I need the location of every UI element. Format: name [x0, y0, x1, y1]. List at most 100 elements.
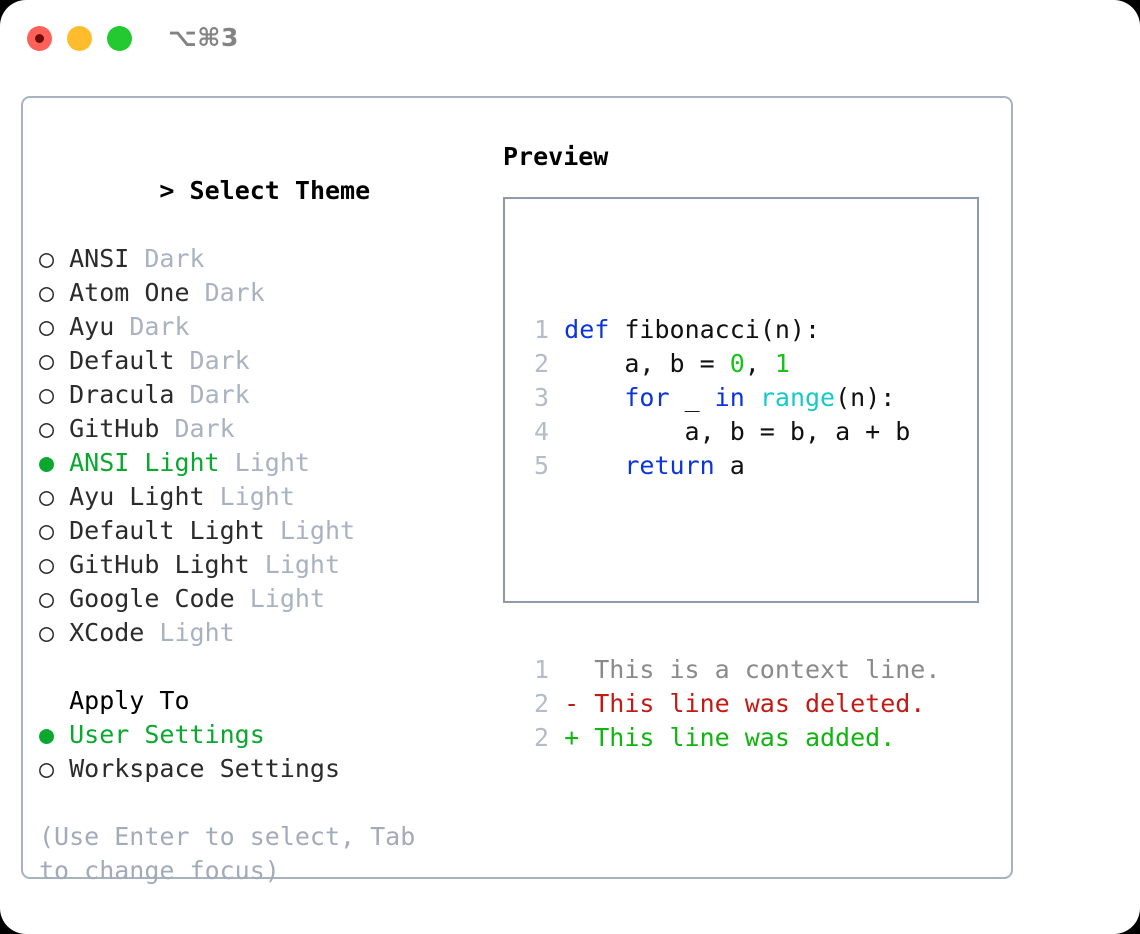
apply-to-list: ● User Settings ○Workspace Settings: [39, 718, 489, 786]
diff-line-text: This line was added.: [594, 723, 896, 752]
theme-option-variant: Light: [249, 584, 325, 613]
theme-option-google-code[interactable]: ○ Google Code Light: [39, 582, 489, 616]
radio-unselected-icon: ○: [39, 550, 55, 579]
theme-option-ansi-light[interactable]: ● ANSI Light Light: [39, 446, 489, 480]
theme-option-gap: [250, 550, 265, 579]
theme-option-gap: [190, 278, 205, 307]
theme-option-name: Ayu Light: [69, 482, 205, 511]
close-light-icon[interactable]: [27, 26, 52, 51]
diff-marker-icon: -: [564, 689, 580, 718]
diff-line-add: 2+This line was added.: [519, 721, 940, 755]
code-token-id: fibonacci: [624, 315, 760, 344]
theme-option-gap: [144, 618, 159, 647]
apply-to-heading: Apply To: [39, 684, 489, 718]
theme-option-gap: [205, 482, 220, 511]
theme-option-variant: Dark: [174, 414, 235, 443]
code-token-pl: ,: [744, 349, 775, 378]
diff-line-text: This is a context line.: [594, 655, 941, 684]
code-token-kw: def: [564, 315, 610, 344]
theme-option-name: XCode: [69, 618, 145, 647]
code-token-pl: a, b = b, a + b: [564, 417, 911, 446]
line-number: 5: [534, 451, 550, 480]
radio-unselected-icon: ○: [39, 516, 55, 545]
theme-option-xcode[interactable]: ○ XCode Light: [39, 616, 489, 650]
page-title-text: Select Theme: [189, 176, 371, 205]
code-token-pl: [745, 383, 760, 412]
theme-option-name: Atom One: [69, 278, 190, 307]
diff-marker-icon: [564, 653, 594, 687]
radio-selected-icon: ●: [39, 448, 55, 477]
code-token-pl: a: [714, 451, 745, 480]
radio-unselected-icon: ○: [39, 482, 55, 511]
theme-option-name: ANSI Light: [69, 448, 220, 477]
radio-unselected-icon: ○: [39, 618, 55, 647]
apply-to-heading-marker: [39, 684, 69, 718]
theme-option-gap: [159, 414, 174, 443]
theme-option-name: Ayu: [69, 312, 115, 341]
traffic-lights: [27, 26, 132, 51]
theme-option-variant: Light: [159, 618, 235, 647]
theme-option-dracula[interactable]: ○Dracula Dark: [39, 378, 489, 412]
main-panel: > Select Theme ○ANSI Dark○Atom One Dark○…: [21, 96, 1013, 885]
theme-option-github[interactable]: ○GitHub Dark: [39, 412, 489, 446]
apply-to-heading-label: Apply To: [69, 686, 190, 715]
theme-option-variant: Dark: [204, 278, 265, 307]
theme-option-variant: Light: [234, 448, 310, 477]
theme-option-gap: [174, 380, 189, 409]
code-line: 3 for _ in range(n):: [519, 381, 940, 415]
apply-to-option-workspace-settings[interactable]: ○Workspace Settings: [39, 752, 489, 786]
maximize-light-icon[interactable]: [107, 26, 132, 51]
theme-option-variant: Light: [264, 550, 341, 579]
radio-unselected-icon: ○: [39, 584, 55, 613]
theme-option-ansi[interactable]: ○ANSI Dark: [39, 242, 489, 276]
theme-option-gap: [265, 516, 280, 545]
code-token-num: 1: [774, 349, 790, 378]
line-number: 2: [534, 349, 550, 378]
theme-option-ayu-light[interactable]: ○ Ayu Light Light: [39, 480, 489, 514]
theme-option-name: Default Light: [69, 516, 265, 545]
diff-line-number: 2: [534, 723, 550, 752]
theme-option-default-light[interactable]: ○ Default Light Light: [39, 514, 489, 548]
code-token-kw: for: [624, 383, 670, 412]
code-diff-gap: [519, 551, 940, 585]
code-line: 5 return a: [519, 449, 940, 483]
page-title: > Select Theme: [39, 140, 489, 242]
theme-option-default[interactable]: ○Default Dark: [39, 344, 489, 378]
theme-option-atom-one[interactable]: ○Atom One Dark: [39, 276, 489, 310]
theme-option-variant: Light: [279, 516, 356, 545]
list-spacer: [39, 650, 489, 684]
code-token-pl: [609, 315, 624, 344]
theme-option-variant: Light: [219, 482, 295, 511]
diff-line-ctx: 1 This is a context line.: [519, 653, 940, 687]
theme-option-gap: [220, 448, 235, 477]
prompt-caret-icon: >: [159, 176, 175, 205]
radio-selected-icon: ●: [39, 720, 55, 749]
radio-unselected-icon: ○: [39, 244, 55, 273]
line-number: 4: [534, 417, 550, 446]
code-token-bi: range: [759, 383, 836, 412]
theme-option-ayu[interactable]: ○ Ayu Dark: [39, 310, 489, 344]
apply-to-option-user-settings[interactable]: ● User Settings: [39, 718, 489, 752]
radio-unselected-icon: ○: [39, 346, 55, 375]
code-token-num: 0: [729, 349, 745, 378]
radio-unselected-icon: ○: [39, 380, 55, 409]
apply-to-option-label: User Settings: [69, 720, 265, 749]
theme-option-variant: Dark: [129, 312, 190, 341]
code-token-kw: return: [624, 451, 715, 480]
minimize-light-icon[interactable]: [67, 26, 92, 51]
theme-option-gap: [174, 346, 189, 375]
radio-unselected-icon: ○: [39, 312, 55, 341]
preview-title: Preview: [503, 142, 609, 171]
keyboard-hint: (Use Enter to select, Tab to change focu…: [39, 822, 416, 885]
theme-option-name: Google Code: [69, 584, 235, 613]
theme-option-gap: [129, 244, 144, 273]
theme-option-name: Default: [69, 346, 175, 375]
diff-line-number: 1: [534, 655, 550, 684]
theme-option-name: GitHub: [69, 414, 160, 443]
theme-option-github-light[interactable]: ○GitHub Light Light: [39, 548, 489, 582]
theme-option-name: ANSI: [69, 244, 130, 273]
